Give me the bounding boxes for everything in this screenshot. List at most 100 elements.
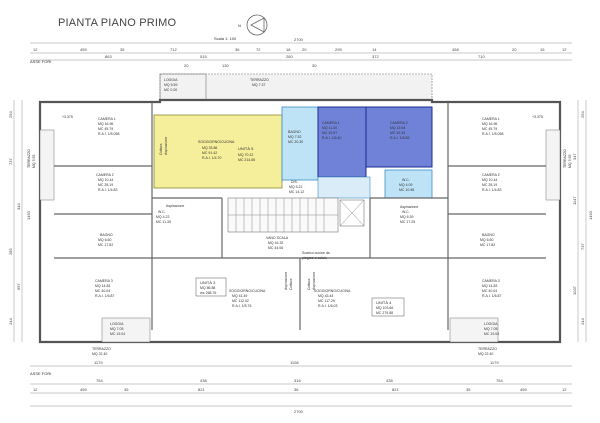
svg-text:MC 29.97: MC 29.97 [322,131,337,135]
bottom-dimensions: 1179 1108 1179 754 438 316 438 754 12 45… [30,360,572,414]
svg-text:1108: 1108 [290,360,299,365]
svg-text:14: 14 [372,47,377,52]
svg-text:Aspirazione: Aspirazione [166,204,184,208]
svg-text:72: 72 [256,47,261,52]
svg-text:712: 712 [170,47,177,52]
svg-text:863: 863 [105,54,112,59]
svg-text:mc 268.76: mc 268.76 [200,291,216,295]
svg-text:36: 36 [294,387,299,392]
svg-text:R.A.I. 1/4.83: R.A.I. 1/4.83 [98,188,118,192]
svg-text:BAGNO: BAGNO [482,233,495,237]
svg-text:MQ 9.55: MQ 9.55 [568,155,572,168]
svg-text:260: 260 [286,54,293,59]
top-total-dim: 2700 [294,37,304,42]
blue-wc-zone [384,169,433,199]
svg-text:W.C.: W.C. [402,210,410,214]
svg-text:MQ 11.00: MQ 11.00 [322,126,337,130]
svg-text:458: 458 [452,47,459,52]
unit5-labels: SOGGIORNO/CUCINA MQ 33.86 MC 91.42 R.A.I… [198,130,304,194]
svg-text:347: 347 [572,153,577,160]
svg-text:MC 10.98: MC 10.98 [399,188,414,192]
svg-text:MQ 7.05: MQ 7.05 [110,327,123,331]
svg-text:30: 30 [312,63,317,68]
svg-text:754: 754 [496,378,503,383]
axis-label-bottom: ASSE FORI [30,371,51,376]
blue-bedroom1-zone [317,106,367,178]
svg-text:12: 12 [562,387,567,392]
svg-text:DIS.: DIS. [291,180,298,184]
svg-text:12: 12 [33,47,38,52]
svg-text:1450: 1450 [26,210,31,220]
right-rooms: CAMERA 1 MQ 16.96 MC 45.79 R.A.I. 1/5.05… [400,117,503,356]
svg-text:MC 19.04: MC 19.04 [484,332,499,336]
svg-text:LOGGIA: LOGGIA [484,322,498,326]
svg-text:737: 737 [580,243,585,250]
svg-text:MC 28.19: MC 28.19 [98,183,113,187]
svg-text:MQ 6.60: MQ 6.60 [480,238,493,242]
svg-text:254: 254 [580,111,585,118]
svg-text:SOGGIORNO/CUCINA: SOGGIORNO/CUCINA [229,289,266,293]
svg-text:MQ 7.05: MQ 7.05 [484,327,497,331]
svg-text:MC 40.04: MC 40.04 [482,289,497,293]
svg-text:MQ 70.12: MQ 70.12 [238,153,253,157]
svg-text:MC 279.88: MC 279.88 [376,311,393,315]
svg-text:CAMERA 1: CAMERA 1 [322,121,340,125]
svg-text:1179: 1179 [94,360,103,365]
unit3-label: UNITÀ 3 [200,280,216,285]
svg-text:CAMERA 3: CAMERA 3 [482,279,500,283]
svg-text:R.A.I. 1/5.76: R.A.I. 1/5.76 [232,304,252,308]
interior-walls [54,102,546,330]
svg-text:TERRAZZO: TERRAZZO [250,78,269,82]
unit5-living-zone [153,114,283,189]
svg-text:Scarico cucine da: Scarico cucine da [302,251,330,255]
svg-text:R.A.I. 1/4.83: R.A.I. 1/4.83 [482,188,502,192]
svg-text:MC 112.02: MC 112.02 [232,299,249,303]
level-marker: +3.375 [532,115,543,119]
svg-text:MQ 7.37: MQ 7.37 [252,83,265,87]
svg-text:piegare a solaio: piegare a solaio [302,256,327,260]
svg-text:459: 459 [520,387,527,392]
svg-text:35: 35 [120,47,125,52]
blue-bedroom2-zone [365,106,433,168]
svg-text:LOGGIA: LOGGIA [110,322,124,326]
svg-text:372: 372 [372,54,379,59]
north-label: N [238,23,241,28]
svg-text:MQ 7.52: MQ 7.52 [288,135,301,139]
svg-text:MQ 5.59: MQ 5.59 [164,83,177,87]
svg-text:MQ 4.22: MQ 4.22 [156,215,169,219]
svg-text:244: 244 [580,318,585,325]
svg-text:MC 42.33: MC 42.33 [390,131,405,135]
svg-text:MQ 43.44: MQ 43.44 [318,294,333,298]
svg-text:MQ 6.60: MQ 6.60 [98,238,111,242]
svg-text:15: 15 [540,47,545,52]
svg-text:710: 710 [478,54,485,59]
svg-text:MQ 22.40: MQ 22.40 [478,352,493,356]
svg-text:BAGNO: BAGNO [100,233,113,237]
svg-text:36: 36 [235,47,240,52]
svg-text:MQ 16.96: MQ 16.96 [98,122,113,126]
svg-text:R.A.I. 1/6.87: R.A.I. 1/6.87 [482,294,502,298]
svg-text:R.A.I. 1/5.058: R.A.I. 1/5.058 [482,132,503,136]
svg-text:CAMERA 2: CAMERA 2 [482,173,500,177]
blue-unit-labels: CAMERA 1 MQ 11.00 MC 29.97 R.A.I. 1/6.40… [322,121,414,192]
svg-text:CAMERA 2: CAMERA 2 [390,121,408,125]
staircase: VANO SCALA MQ 16.32 MC 44.06 [227,197,365,250]
svg-text:Aspirazione: Aspirazione [312,272,316,290]
svg-text:1179: 1179 [490,360,499,365]
unit4-labels: SOGGIORNO/CUCINA MQ 43.44 MC 117.29 R.A.… [302,251,405,317]
top-dimensions: 2700 12 459 35 712 36 72 18 20 295 14 45… [30,37,572,68]
svg-text:MC 11.39: MC 11.39 [156,220,171,224]
svg-text:CAMERA 1: CAMERA 1 [98,117,116,121]
svg-text:821: 821 [198,387,205,392]
axis-label-top: ASSE FORI [30,59,51,64]
svg-text:MQ 33.86: MQ 33.86 [202,146,217,150]
unit5-bath-zone [281,106,319,181]
svg-text:MC 45.79: MC 45.79 [482,127,497,131]
svg-text:VANO SCALA: VANO SCALA [266,236,289,240]
dis-zone [317,176,371,199]
svg-text:12: 12 [33,387,38,392]
left-dimensions: 254 737 344 285 997 1450 244 [8,100,31,342]
svg-text:Aspirazione: Aspirazione [164,137,168,155]
svg-text:821: 821 [392,387,399,392]
